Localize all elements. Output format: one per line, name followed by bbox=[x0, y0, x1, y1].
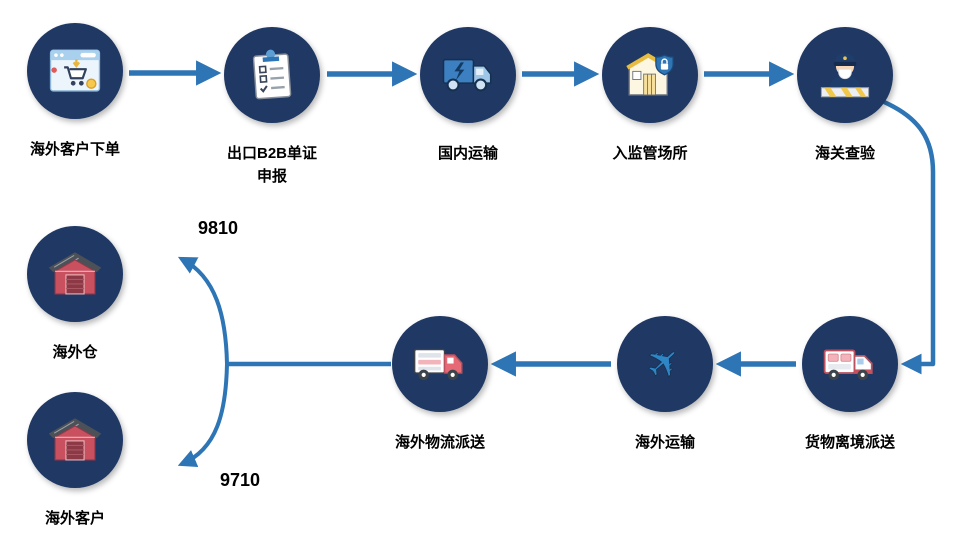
node-goods-exit-delivery: 货物离境派送 bbox=[770, 316, 930, 455]
node-overseas-warehouse: 海外仓 bbox=[0, 226, 155, 365]
node-circle bbox=[27, 392, 123, 488]
overseas-warehouse-icon bbox=[48, 252, 102, 295]
code-9810-label: 9810 bbox=[197, 218, 239, 238]
browser-cart-icon bbox=[49, 49, 101, 92]
delivery-truck-icon bbox=[823, 349, 873, 381]
overseas-customer-warehouse-icon bbox=[48, 418, 102, 461]
node-customs-inspection: 海关查验 bbox=[765, 27, 925, 166]
node-label: 海外运输 bbox=[634, 434, 695, 451]
node-overseas-logistics-delivery: 海外物流派送 bbox=[360, 316, 520, 455]
node-label: 海外客户下单 bbox=[29, 141, 120, 158]
node-domestic-transport: 国内运输 bbox=[388, 27, 548, 166]
code-9710-label: 9710 bbox=[219, 470, 261, 490]
node-overseas-customer: 海外客户 bbox=[0, 392, 155, 531]
checklist-clipboard-icon bbox=[252, 49, 292, 100]
node-circle bbox=[797, 27, 893, 123]
logistics-truck-icon bbox=[413, 348, 463, 381]
airplane-icon: ✈ bbox=[636, 335, 694, 393]
node-circle bbox=[392, 316, 488, 412]
svg-text:✈: ✈ bbox=[636, 335, 693, 393]
node-circle bbox=[802, 316, 898, 412]
node-circle bbox=[27, 226, 123, 322]
customs-officer-icon bbox=[820, 53, 870, 98]
node-label: 海外客户 bbox=[44, 510, 105, 527]
node-circle bbox=[420, 27, 516, 123]
node-export-b2b-declaration: 出口B2B单证 申报 bbox=[192, 27, 352, 188]
node-label: 入监管场所 bbox=[612, 145, 688, 162]
supervised-warehouse-shield-icon bbox=[626, 53, 674, 96]
node-label: 国内运输 bbox=[437, 145, 498, 162]
node-label: 出口B2B单证 申报 bbox=[226, 145, 317, 185]
node-overseas-transport: ✈ 海外运输 bbox=[585, 316, 745, 455]
node-circle bbox=[224, 27, 320, 123]
node-overseas-customer-order: 海外客户下单 bbox=[0, 23, 155, 162]
node-circle bbox=[27, 23, 123, 119]
node-label: 货物离境派送 bbox=[804, 434, 895, 451]
node-label: 海关查验 bbox=[814, 145, 875, 162]
node-label: 海外物流派送 bbox=[394, 434, 485, 451]
node-enter-supervised-premises: 入监管场所 bbox=[570, 27, 730, 166]
arrow-branch-to-overseas-warehouse bbox=[177, 256, 229, 365]
node-label: 海外仓 bbox=[52, 344, 98, 361]
node-circle bbox=[602, 27, 698, 123]
arrow-customs-to-exit-delivery bbox=[883, 99, 936, 375]
arrow-branch-to-overseas-customer bbox=[177, 363, 229, 468]
node-circle: ✈ bbox=[617, 316, 713, 412]
domestic-truck-icon bbox=[442, 58, 492, 92]
